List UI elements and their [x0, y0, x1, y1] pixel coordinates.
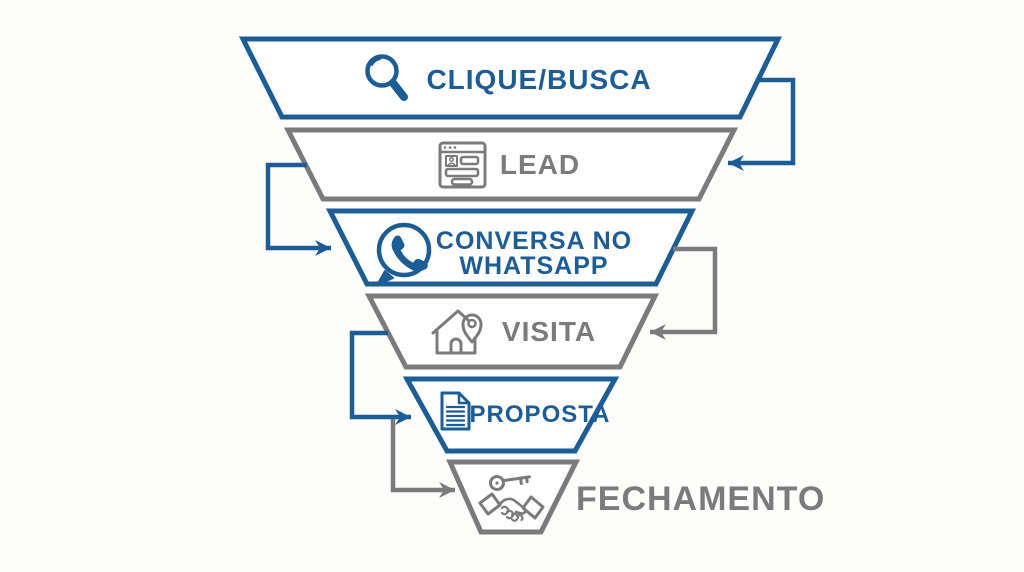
connector-lead-to-whatsapp — [265, 162, 331, 256]
level-conversa-whatsapp-label-line1: CONVERSA NO — [436, 227, 632, 255]
level-clique-busca-label: CLIQUE/BUSCA — [426, 64, 651, 95]
connector-proposta-to-fechamento — [390, 419, 455, 498]
lead-form-icon — [438, 141, 487, 189]
handshake-key-icon — [478, 475, 545, 522]
connector-visita-to-proposta — [349, 330, 411, 425]
level-visita-shape — [364, 293, 660, 370]
level-proposta-label: PROPOSTA — [470, 401, 611, 428]
magnifier-icon — [365, 54, 408, 101]
house-pin-icon — [431, 309, 483, 355]
level-lead-label: LEAD — [500, 149, 580, 180]
level-lead-shape — [283, 127, 739, 202]
handshake-part — [478, 492, 545, 522]
whatsapp-icon — [376, 222, 432, 286]
level-visita-label: VISITA — [502, 316, 596, 347]
level-fechamento-label: FECHAMENTO — [576, 480, 825, 518]
connector-clique-to-lead — [728, 77, 796, 171]
key-part — [489, 475, 531, 491]
document-icon — [440, 391, 471, 431]
level-conversa-whatsapp-label-line2: WHATSAPP — [459, 252, 608, 280]
level-fechamento-shape — [446, 459, 581, 535]
connector-whatsapp-to-visita — [650, 246, 718, 340]
